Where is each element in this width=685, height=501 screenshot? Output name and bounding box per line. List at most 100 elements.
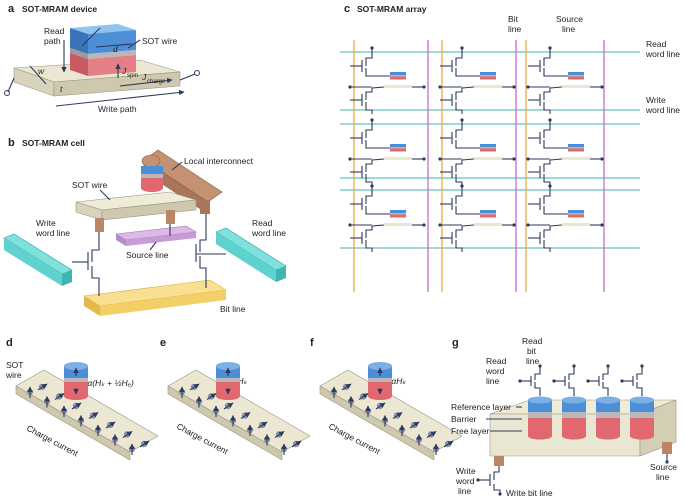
d-dimension — [95, 43, 133, 48]
node — [512, 157, 516, 161]
array-mtj-red — [390, 214, 406, 218]
array-mtj-barrier — [568, 75, 584, 77]
cell-sot-wire-label: SOT wire — [72, 180, 108, 190]
node — [422, 85, 426, 89]
g-source-line-1: Source — [650, 462, 677, 472]
array-mtj-red — [568, 148, 584, 152]
g-mtj-free-layer — [562, 418, 586, 436]
mtj-top — [64, 362, 88, 370]
g-write-bit-line-label: Write bit line — [506, 488, 553, 498]
local-interconnect-label: Local interconnect — [184, 156, 254, 166]
mtj-barrier — [368, 378, 392, 382]
spin-arrow — [409, 421, 420, 429]
array-mtj-blue — [568, 144, 584, 147]
mtj-barrier — [88, 50, 136, 59]
node — [422, 223, 426, 227]
mtj-barrier — [64, 378, 88, 382]
panel-c: c SOT-MRAM array Bit line Source line Re… — [340, 3, 680, 292]
array-mtj-blue — [568, 72, 584, 75]
node — [548, 118, 552, 122]
panel-d-diagram — [15, 362, 159, 461]
panel-e-charge-current: Charge current — [175, 421, 230, 457]
spin-arrow — [274, 431, 285, 438]
array-cell — [348, 46, 426, 114]
node — [572, 364, 576, 368]
g-barrier-label: Barrier — [451, 414, 477, 424]
spin-arrow — [122, 431, 133, 438]
w-label: w — [38, 66, 45, 76]
panel-d-sot-label-1: SOT — [6, 360, 23, 370]
array-mtj-barrier — [390, 75, 406, 77]
g-reference-layer-label: Reference layer — [451, 402, 511, 412]
g-mtj-barrier — [596, 412, 620, 418]
t-label: t — [60, 84, 63, 94]
spin-arrow — [189, 383, 200, 391]
g-write-word-line-2: word — [455, 476, 475, 486]
slab-side — [319, 385, 435, 461]
wire — [371, 224, 385, 227]
array-source-line-label-2: line — [562, 24, 576, 34]
cell-mtj-blue — [141, 166, 163, 174]
panel-f-diagram — [319, 362, 463, 461]
mtj-bottom — [368, 392, 392, 400]
g-write-word-line-3: line — [458, 486, 472, 496]
panel-f-letter: f — [310, 337, 314, 349]
spin-arrow — [223, 402, 234, 410]
array-source-line-label-1: Source — [556, 14, 583, 24]
node — [370, 46, 374, 50]
array-mtj-red — [390, 76, 406, 80]
g-read-bit-line-2: bit — [527, 346, 537, 356]
g-mtj-barrier — [562, 412, 586, 418]
array-mtj-blue — [568, 210, 584, 213]
node — [552, 379, 556, 383]
node — [600, 157, 604, 161]
g-write-transistor — [489, 466, 501, 494]
g-mtj-free-layer — [596, 418, 620, 436]
array-mtj-barrier — [390, 213, 406, 215]
panel-c-letter: c — [344, 3, 350, 15]
array-mtj-blue — [390, 72, 406, 75]
array-cell — [348, 118, 426, 186]
array-cell — [438, 184, 516, 252]
panel-b: b SOT-MRAM cell Source line Write word l… — [3, 137, 287, 316]
g-mtj-top — [630, 396, 654, 404]
array-mtj-blue — [480, 210, 496, 213]
wire — [371, 158, 385, 161]
array-sot-wire — [384, 223, 412, 226]
g-mtj-top — [596, 396, 620, 404]
mtj-top — [368, 362, 392, 370]
wire — [549, 224, 563, 227]
mtj-bottom — [216, 392, 240, 400]
g-read-transistor — [598, 366, 609, 396]
node — [460, 118, 464, 122]
array-sot-wire — [562, 157, 590, 160]
array-mtj-barrier — [390, 147, 406, 149]
panel-a-title: SOT-MRAM device — [22, 4, 97, 14]
node — [370, 184, 374, 188]
spin-arrow — [291, 440, 302, 448]
write-transistor — [451, 160, 463, 186]
array-bit-line-label-1: Bit — [508, 14, 519, 24]
g-via-left — [494, 456, 504, 466]
array-cell — [526, 184, 604, 252]
panel-a: a SOT-MRAM device Read path SOT wire d w… — [4, 3, 200, 114]
cell-mtj-red — [141, 178, 163, 188]
g-mtj-group — [518, 364, 654, 440]
node — [548, 46, 552, 50]
spin-arrow — [257, 421, 268, 429]
array-mtj-barrier — [480, 213, 496, 215]
sot-wire-front — [53, 71, 181, 97]
panel-d-sot-label-2: wire — [5, 370, 22, 380]
wire — [549, 86, 563, 89]
switching-panels: d e f SOT wire Iₑ = α(Hₖ + ½Hₑ) Iₑ = Hₖ … — [5, 337, 463, 461]
spin-arrow — [54, 393, 65, 400]
spin-arrow — [443, 440, 454, 448]
array-cell — [526, 118, 604, 186]
write-word-line-label-2: word line — [35, 228, 70, 238]
jspin-label: J — [121, 66, 127, 76]
node — [538, 364, 542, 368]
array-cell — [348, 184, 426, 252]
g-read-transistor — [632, 366, 643, 396]
array-mtj-blue — [480, 72, 496, 75]
node — [512, 223, 516, 227]
